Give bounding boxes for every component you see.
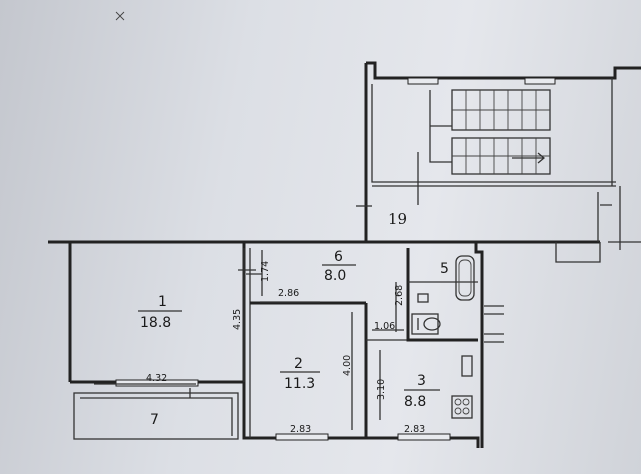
dim-2-68: 2.68 [394,285,405,306]
room-6-area: 8.0 [324,268,346,284]
bathtub-icon [455,255,475,301]
kitchen-sink-icon [461,355,473,377]
room-3: 3 8.8 [404,373,440,410]
room-3-area: 8.8 [404,394,426,410]
room-2-window [275,433,329,441]
pencil-mark [115,11,125,21]
stairwell [364,61,641,250]
shaft-marks [484,305,504,343]
corridor-niche [555,241,641,263]
hall-tick [238,269,262,275]
dim-2-83-left: 2.83 [290,424,311,435]
stairwell-window-2 [524,77,556,85]
room-6-number: 6 [334,249,343,265]
stairwell-window [407,77,439,85]
room-1-area: 18.8 [140,315,171,331]
dimension-lines [94,248,404,430]
toilet-icon [411,313,441,335]
room-7-number: 7 [150,412,159,428]
room-19-number: 19 [388,210,407,228]
balcony-7: 7 [73,392,239,440]
room-6: 6 8.0 [322,249,356,284]
sink-icon [417,293,429,303]
balcony-rail [80,397,233,436]
dim-2-83-right: 2.83 [404,424,425,435]
room-1-number: 1 [158,294,167,310]
room-2-number: 2 [294,356,303,372]
apartment-walls [48,240,484,448]
dim-4-00: 4.00 [342,355,353,376]
dim-4-32: 4.32 [146,373,167,384]
bathroom-wall [406,248,478,342]
stairwell-top-wall [366,61,641,80]
dim-3-10: 3.10 [376,379,387,400]
stove-icon [451,395,473,419]
stair-handrail [429,90,452,163]
room-1: 1 18.8 [138,294,182,331]
room-5: 5 [440,261,449,277]
corridor-door-jamb [597,192,612,242]
room-5-number: 5 [440,261,449,277]
stair-flight-upper [451,89,551,131]
room-3-window [397,433,451,441]
corridor-19: 19 [356,192,641,263]
stairwell-inner-outline [371,84,616,183]
balcony-outline [73,392,239,440]
room-1-window [115,379,199,387]
room-2: 2 11.3 [280,356,320,392]
dim-4-35: 4.35 [232,309,243,330]
dim-1-06: 1.06 [374,321,395,332]
apartment-top-wall [48,240,484,448]
dim-1-74: 1.74 [260,261,271,282]
room-3-number: 3 [417,373,426,389]
dim-2-86: 2.86 [278,288,299,299]
stair-flight-lower [451,137,551,175]
room-2-area: 11.3 [284,376,315,392]
